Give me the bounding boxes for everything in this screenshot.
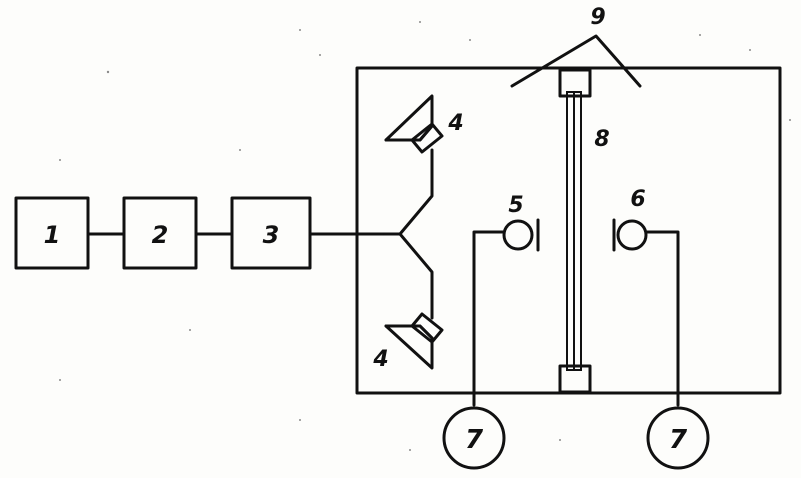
mount-label: 9: [590, 5, 605, 30]
speaker-top: 4: [384, 94, 464, 154]
meter-left: 7: [442, 406, 506, 470]
microphone-5: 5: [472, 193, 540, 407]
meter-left-label: 7: [465, 425, 484, 455]
top-clamp: [558, 68, 592, 98]
partition-label: 8: [594, 127, 609, 152]
meter-right-label: 7: [669, 425, 688, 455]
print-noise: [59, 21, 791, 451]
microphone-5-label: 5: [508, 193, 523, 218]
test-chamber: [355, 66, 782, 395]
bottom-clamp: [558, 364, 592, 394]
block-2: 2: [122, 196, 198, 270]
block-3-label: 3: [263, 221, 280, 249]
block-1: 1: [14, 196, 90, 270]
block-2-label: 2: [152, 221, 169, 249]
speaker-feed-wiring: [308, 148, 434, 320]
speaker-bottom: 4: [372, 312, 444, 372]
block-1-label: 1: [44, 221, 61, 249]
speaker-top-label: 4: [447, 111, 463, 136]
microphone-6: 6: [612, 187, 680, 407]
microphone-6-label: 6: [630, 187, 645, 212]
speaker-bottom-label: 4: [372, 347, 388, 372]
partition-specimen: 8: [558, 68, 610, 394]
mount-9: 9: [510, 5, 642, 88]
block-3: 3: [230, 196, 312, 270]
meter-right: 7: [646, 406, 710, 470]
